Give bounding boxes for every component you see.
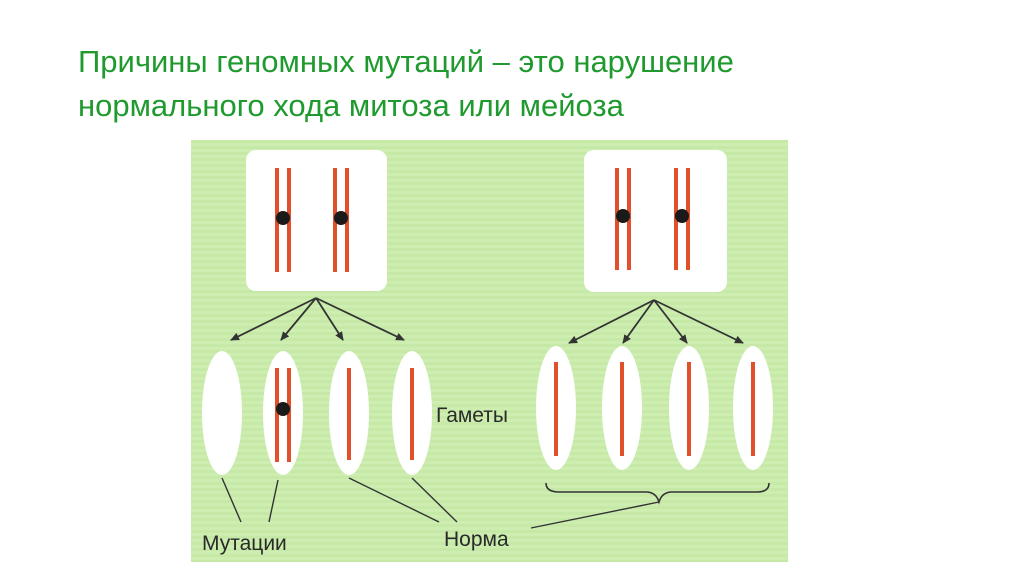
right-parent-cell — [584, 150, 727, 292]
left-parent-cell — [246, 150, 387, 291]
norm-label: Норма — [444, 528, 509, 551]
arrow-icon — [653, 299, 744, 344]
left-parent-chromosome-2 — [333, 168, 349, 272]
mutations-label: Мутации — [202, 532, 287, 555]
left-gamete-single-2 — [392, 351, 432, 475]
gametogenesis-diagram: Гаметы — [191, 140, 788, 562]
centromere-icon — [334, 211, 348, 225]
arrow-icon — [280, 297, 317, 341]
right-gamete-4 — [733, 346, 773, 470]
centromere-icon — [276, 211, 290, 225]
arrow-icon — [315, 297, 405, 341]
left-gamete-single-1 — [329, 351, 369, 475]
diagram-canvas: Гаметы — [191, 140, 788, 562]
right-parent-chromosome-2 — [674, 168, 690, 270]
arrow-icon — [568, 299, 655, 344]
left-division-arrows — [230, 297, 405, 341]
label-leader-lines — [221, 477, 660, 529]
left-gamete-empty — [202, 351, 242, 475]
right-division-arrows — [568, 299, 744, 344]
centromere-icon — [276, 402, 290, 416]
arrow-icon — [622, 299, 655, 344]
left-parent-chromosome-1 — [275, 168, 291, 272]
right-gamete-3 — [669, 346, 709, 470]
right-gamete-2 — [602, 346, 642, 470]
arrow-icon — [230, 297, 317, 341]
slide-title-line-2: нормального хода митоза или мейоза — [78, 88, 624, 123]
arrow-icon — [653, 299, 688, 344]
left-gamete-double — [263, 351, 303, 475]
right-parent-chromosome-1 — [615, 168, 631, 270]
arrow-icon — [315, 297, 344, 341]
right-gamete-1 — [536, 346, 576, 470]
centromere-icon — [675, 209, 689, 223]
gametes-label: Гаметы — [436, 404, 508, 427]
slide-title: Причины геномных мутаций – это нарушение… — [78, 40, 978, 128]
centromere-icon — [616, 209, 630, 223]
slide-title-line-1: Причины геномных мутаций – это нарушение — [78, 44, 734, 79]
